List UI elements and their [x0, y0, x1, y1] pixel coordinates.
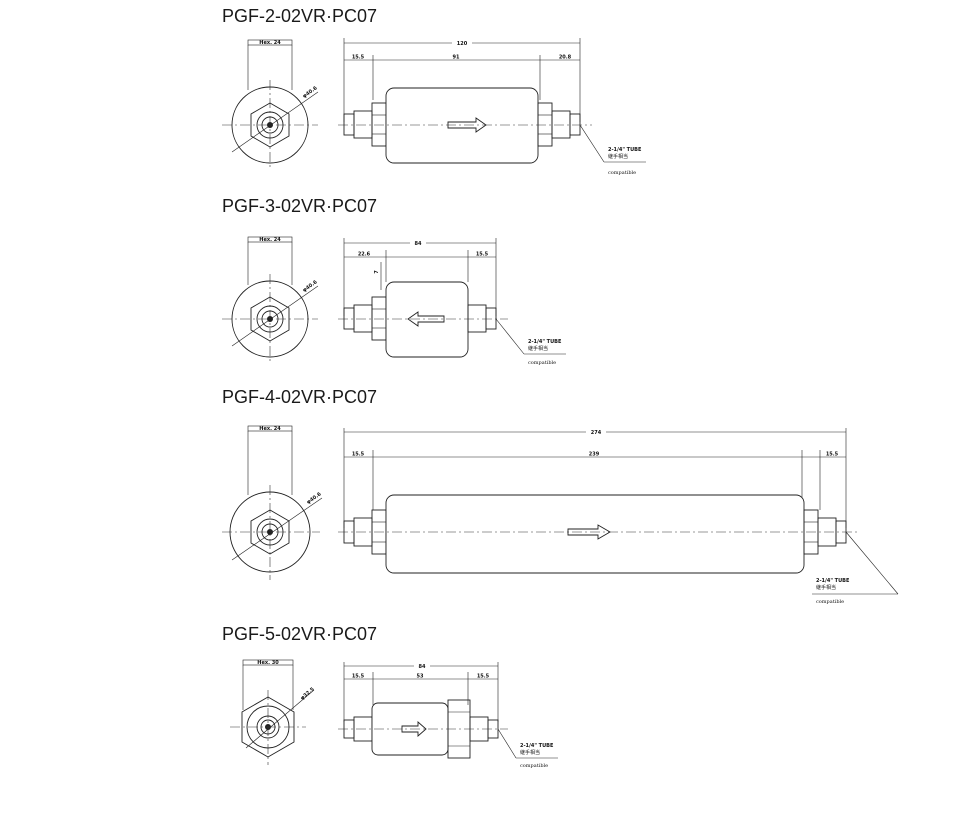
- port-label: 2-1/4" TUBE: [608, 147, 642, 153]
- port-label: 2-1/4" TUBE: [528, 339, 562, 345]
- hex-dimension-label: Hex. 24: [259, 426, 281, 432]
- left-offset-label: 15.5: [352, 452, 365, 458]
- flow-direction-arrow: [407, 311, 445, 327]
- filter-housing: [385, 87, 539, 164]
- drawing-title: PGF-4-02VR·PC07: [222, 387, 377, 407]
- right-hex-nut: [537, 102, 553, 147]
- right-tube-fitting: [485, 307, 497, 330]
- right-fitting-collar: [551, 110, 571, 139]
- hex-dimension-label: Hex. 30: [257, 660, 279, 666]
- drawing-title: PGF-5-02VR·PC07: [222, 624, 377, 644]
- left-hex-nut: [371, 296, 387, 341]
- side-view: 120 15.5 91 20.8 2-1/4" TUBE 継手相当 compat…: [338, 38, 646, 176]
- small-dimension-label: 7: [374, 270, 380, 274]
- overall-length-label: 120: [457, 41, 468, 47]
- port-leader: [845, 531, 899, 595]
- hex-dimension-box: [247, 425, 293, 432]
- drawing-pgf-5: PGF-5-02VR·PC07 Hex. 30 φ32.5 84: [222, 624, 558, 769]
- diameter-leader: [231, 285, 319, 347]
- side-view: 274 15.5 239 15.5 2-1/4" TUBE 継手相当 compa…: [338, 428, 899, 605]
- overall-length-label: 274: [591, 430, 602, 436]
- end-view: Hex. 30 φ32.5: [230, 659, 316, 765]
- drawing-pgf-3: PGF-3-02VR·PC07 Hex. 24 φ40.6 84: [222, 196, 566, 366]
- port-leader: [497, 728, 517, 759]
- port-label-jp: 継手相当: [528, 345, 548, 352]
- right-offset-label: 20.8: [559, 55, 572, 61]
- left-offset-label: 15.5: [352, 674, 365, 680]
- drawing-pgf-2: PGF-2-02VR·PC07 Hex. 24 φ40.6 120: [222, 6, 646, 176]
- left-tube-fitting: [343, 307, 355, 330]
- flow-direction-arrow: [567, 524, 611, 540]
- left-offset-label: 15.5: [352, 55, 365, 61]
- overall-length-label: 84: [419, 664, 426, 670]
- hex-dimension-label: Hex. 24: [259, 237, 281, 243]
- diameter-leader: [231, 91, 319, 153]
- right-fitting-collar: [467, 304, 487, 333]
- diameter-label: φ32.5: [299, 686, 316, 701]
- port-leader: [579, 124, 605, 163]
- end-view: Hex. 24 φ40.6: [222, 425, 323, 580]
- port-label: 2-1/4" TUBE: [816, 578, 850, 584]
- end-view-port-center: [267, 529, 273, 535]
- port-label-jp: 継手相当: [816, 584, 836, 591]
- side-view: 84 15.5 53 15.5 2-1/4" TUBE 継手相当 compati…: [338, 662, 558, 769]
- left-fitting-collar: [353, 110, 373, 139]
- diameter-leader: [231, 497, 323, 561]
- port-label-jp: 継手相当: [520, 749, 540, 756]
- hex-dimension-box: [247, 236, 293, 243]
- compatible-label: compatible: [528, 360, 556, 366]
- flow-direction-arrow: [401, 721, 427, 737]
- left-offset-label: 22.6: [358, 252, 371, 258]
- right-offset-label: 15.5: [826, 452, 839, 458]
- end-view: Hex. 24 φ40.6: [222, 236, 319, 364]
- left-fitting-collar: [353, 304, 373, 333]
- drawing-pgf-4: PGF-4-02VR·PC07 Hex. 24 φ40.6 274: [222, 387, 899, 605]
- right-offset-label: 15.5: [476, 252, 489, 258]
- filter-housing: [385, 494, 805, 574]
- left-hex-nut: [371, 102, 387, 147]
- right-offset-label: 15.5: [477, 674, 490, 680]
- diameter-leader: [245, 689, 315, 749]
- drawing-title: PGF-2-02VR·PC07: [222, 6, 377, 26]
- hex-dimension-box: [242, 659, 294, 666]
- overall-length-label: 84: [415, 241, 422, 247]
- drawing-title: PGF-3-02VR·PC07: [222, 196, 377, 216]
- hex-dimension-box: [247, 39, 293, 46]
- flow-direction-arrow: [447, 117, 487, 133]
- right-tube-fitting: [569, 113, 581, 136]
- side-view: 84 22.6 15.5 7 2-1/4" TUBE 継手相当 compatib…: [338, 238, 566, 366]
- end-view: Hex. 24 φ40.6: [222, 39, 319, 170]
- port-label-jp: 継手相当: [608, 153, 628, 160]
- compatible-label: compatible: [816, 599, 844, 605]
- body-length-label: 91: [453, 55, 460, 61]
- left-tube-fitting: [343, 113, 355, 136]
- body-length-label: 239: [589, 452, 600, 458]
- filter-housing: [385, 281, 469, 358]
- body-length-label: 53: [417, 674, 424, 680]
- compatible-label: compatible: [520, 763, 548, 769]
- port-label: 2-1/4" TUBE: [520, 743, 554, 749]
- compatible-label: compatible: [608, 170, 636, 176]
- hex-dimension-label: Hex. 24: [259, 40, 281, 46]
- port-leader: [495, 318, 525, 355]
